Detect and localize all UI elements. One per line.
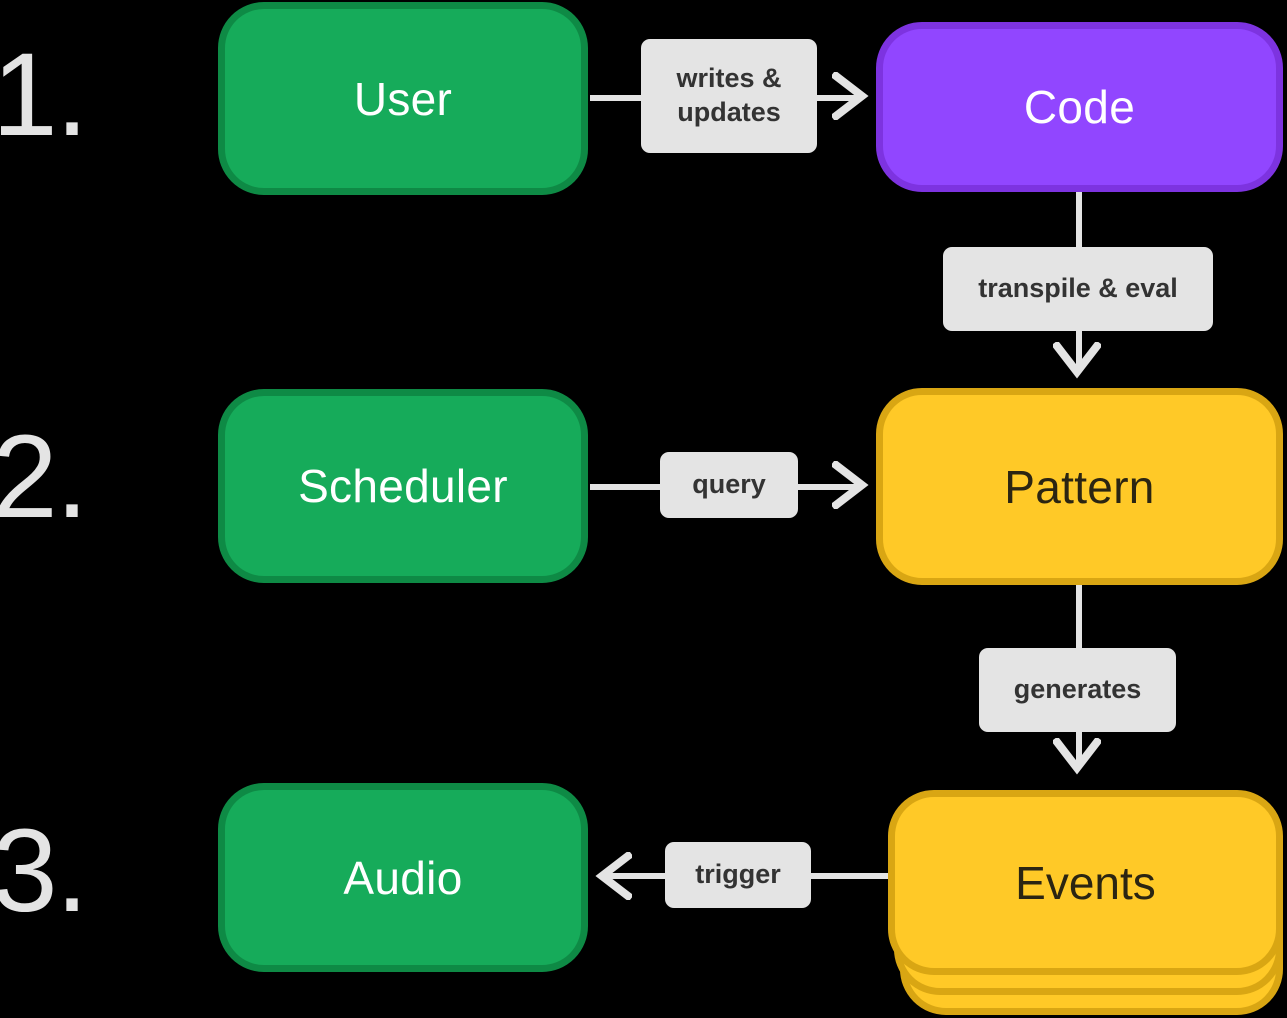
node-pattern-label: Pattern: [1004, 460, 1155, 513]
edge-user-code-arrowhead: [832, 72, 872, 120]
node-pattern[interactable]: Pattern: [876, 388, 1283, 585]
node-events-label: Events: [1015, 856, 1156, 909]
edge-pattern-events-arrowhead: [1053, 738, 1101, 782]
node-code[interactable]: Code: [876, 22, 1283, 192]
node-code-label: Code: [1023, 81, 1136, 133]
node-scheduler[interactable]: Scheduler: [218, 389, 588, 583]
edge-code-pattern-arrowhead: [1053, 342, 1101, 386]
step-number-2: 2.: [0, 411, 88, 543]
node-audio-label: Audio: [343, 851, 463, 904]
node-events-stack-layer-1: Events: [888, 790, 1283, 975]
edge-label-writes-updates: writes & updates: [641, 39, 817, 153]
edge-label-transpile-eval: transpile & eval: [943, 247, 1213, 331]
edge-label-generates: generates: [979, 648, 1176, 732]
node-user-label: User: [353, 72, 453, 125]
node-scheduler-label: Scheduler: [298, 460, 508, 512]
node-user[interactable]: User: [218, 2, 588, 195]
node-events[interactable]: Events: [888, 790, 1287, 1018]
edge-label-query: query: [660, 452, 798, 518]
step-number-1: 1.: [0, 29, 88, 161]
edge-label-trigger: trigger: [665, 842, 811, 908]
step-number-3: 3.: [0, 805, 88, 937]
edge-scheduler-pattern-arrowhead: [832, 461, 872, 509]
edge-events-audio-arrowhead: [592, 852, 632, 900]
node-audio[interactable]: Audio: [218, 783, 588, 972]
